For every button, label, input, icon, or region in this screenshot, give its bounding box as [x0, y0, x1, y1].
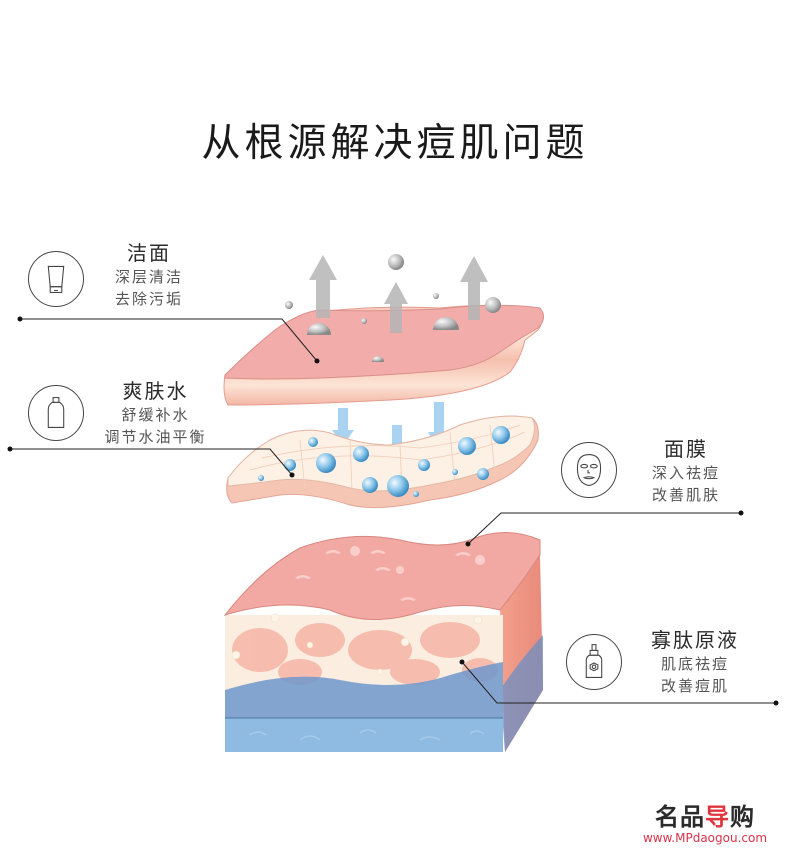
watermark-logo: 名品导购 www.MPdaogou.com	[640, 803, 770, 845]
middle-skin-layer	[226, 415, 539, 509]
watermark-url: www.MPdaogou.com	[642, 831, 768, 845]
step-desc-line: 肌底祛痘	[660, 655, 729, 673]
step-serum-label: 寡肽原液 肌底祛痘 改善痘肌	[640, 627, 750, 697]
step-toner-label: 爽肤水 舒缓补水 调节水油平衡	[88, 378, 223, 448]
step-desc-line: 舒缓补水	[121, 406, 190, 424]
step-desc-line: 改善痘肌	[660, 677, 729, 695]
bottom-skin-block	[223, 532, 543, 752]
step-title: 洁面	[127, 241, 171, 265]
step-title: 寡肽原液	[651, 628, 739, 652]
step-desc-line: 改善肌肤	[651, 486, 720, 504]
step-title: 爽肤水	[122, 379, 189, 403]
cleanser-tube-icon	[28, 251, 84, 307]
step-desc-line: 调节水油平衡	[104, 428, 207, 446]
step-desc-line: 去除污垢	[114, 290, 183, 308]
toner-bottle-icon	[28, 385, 84, 441]
top-skin-layer	[223, 254, 544, 406]
watermark-brand: 名品导购	[655, 803, 755, 831]
step-desc-line: 深入祛痘	[651, 464, 720, 482]
dropper-serum-icon	[566, 634, 622, 690]
leader-lines	[10, 318, 776, 704]
face-mask-icon	[561, 442, 617, 498]
page-title: 从根源解决痘肌问题	[201, 121, 589, 166]
step-title: 面膜	[664, 437, 708, 461]
step-desc-line: 深层清洁	[114, 268, 183, 286]
step-mask-label: 面膜 深入祛痘 改善肌肤	[636, 436, 736, 506]
step-cleanse-label: 洁面 深层清洁 去除污垢	[100, 240, 198, 310]
